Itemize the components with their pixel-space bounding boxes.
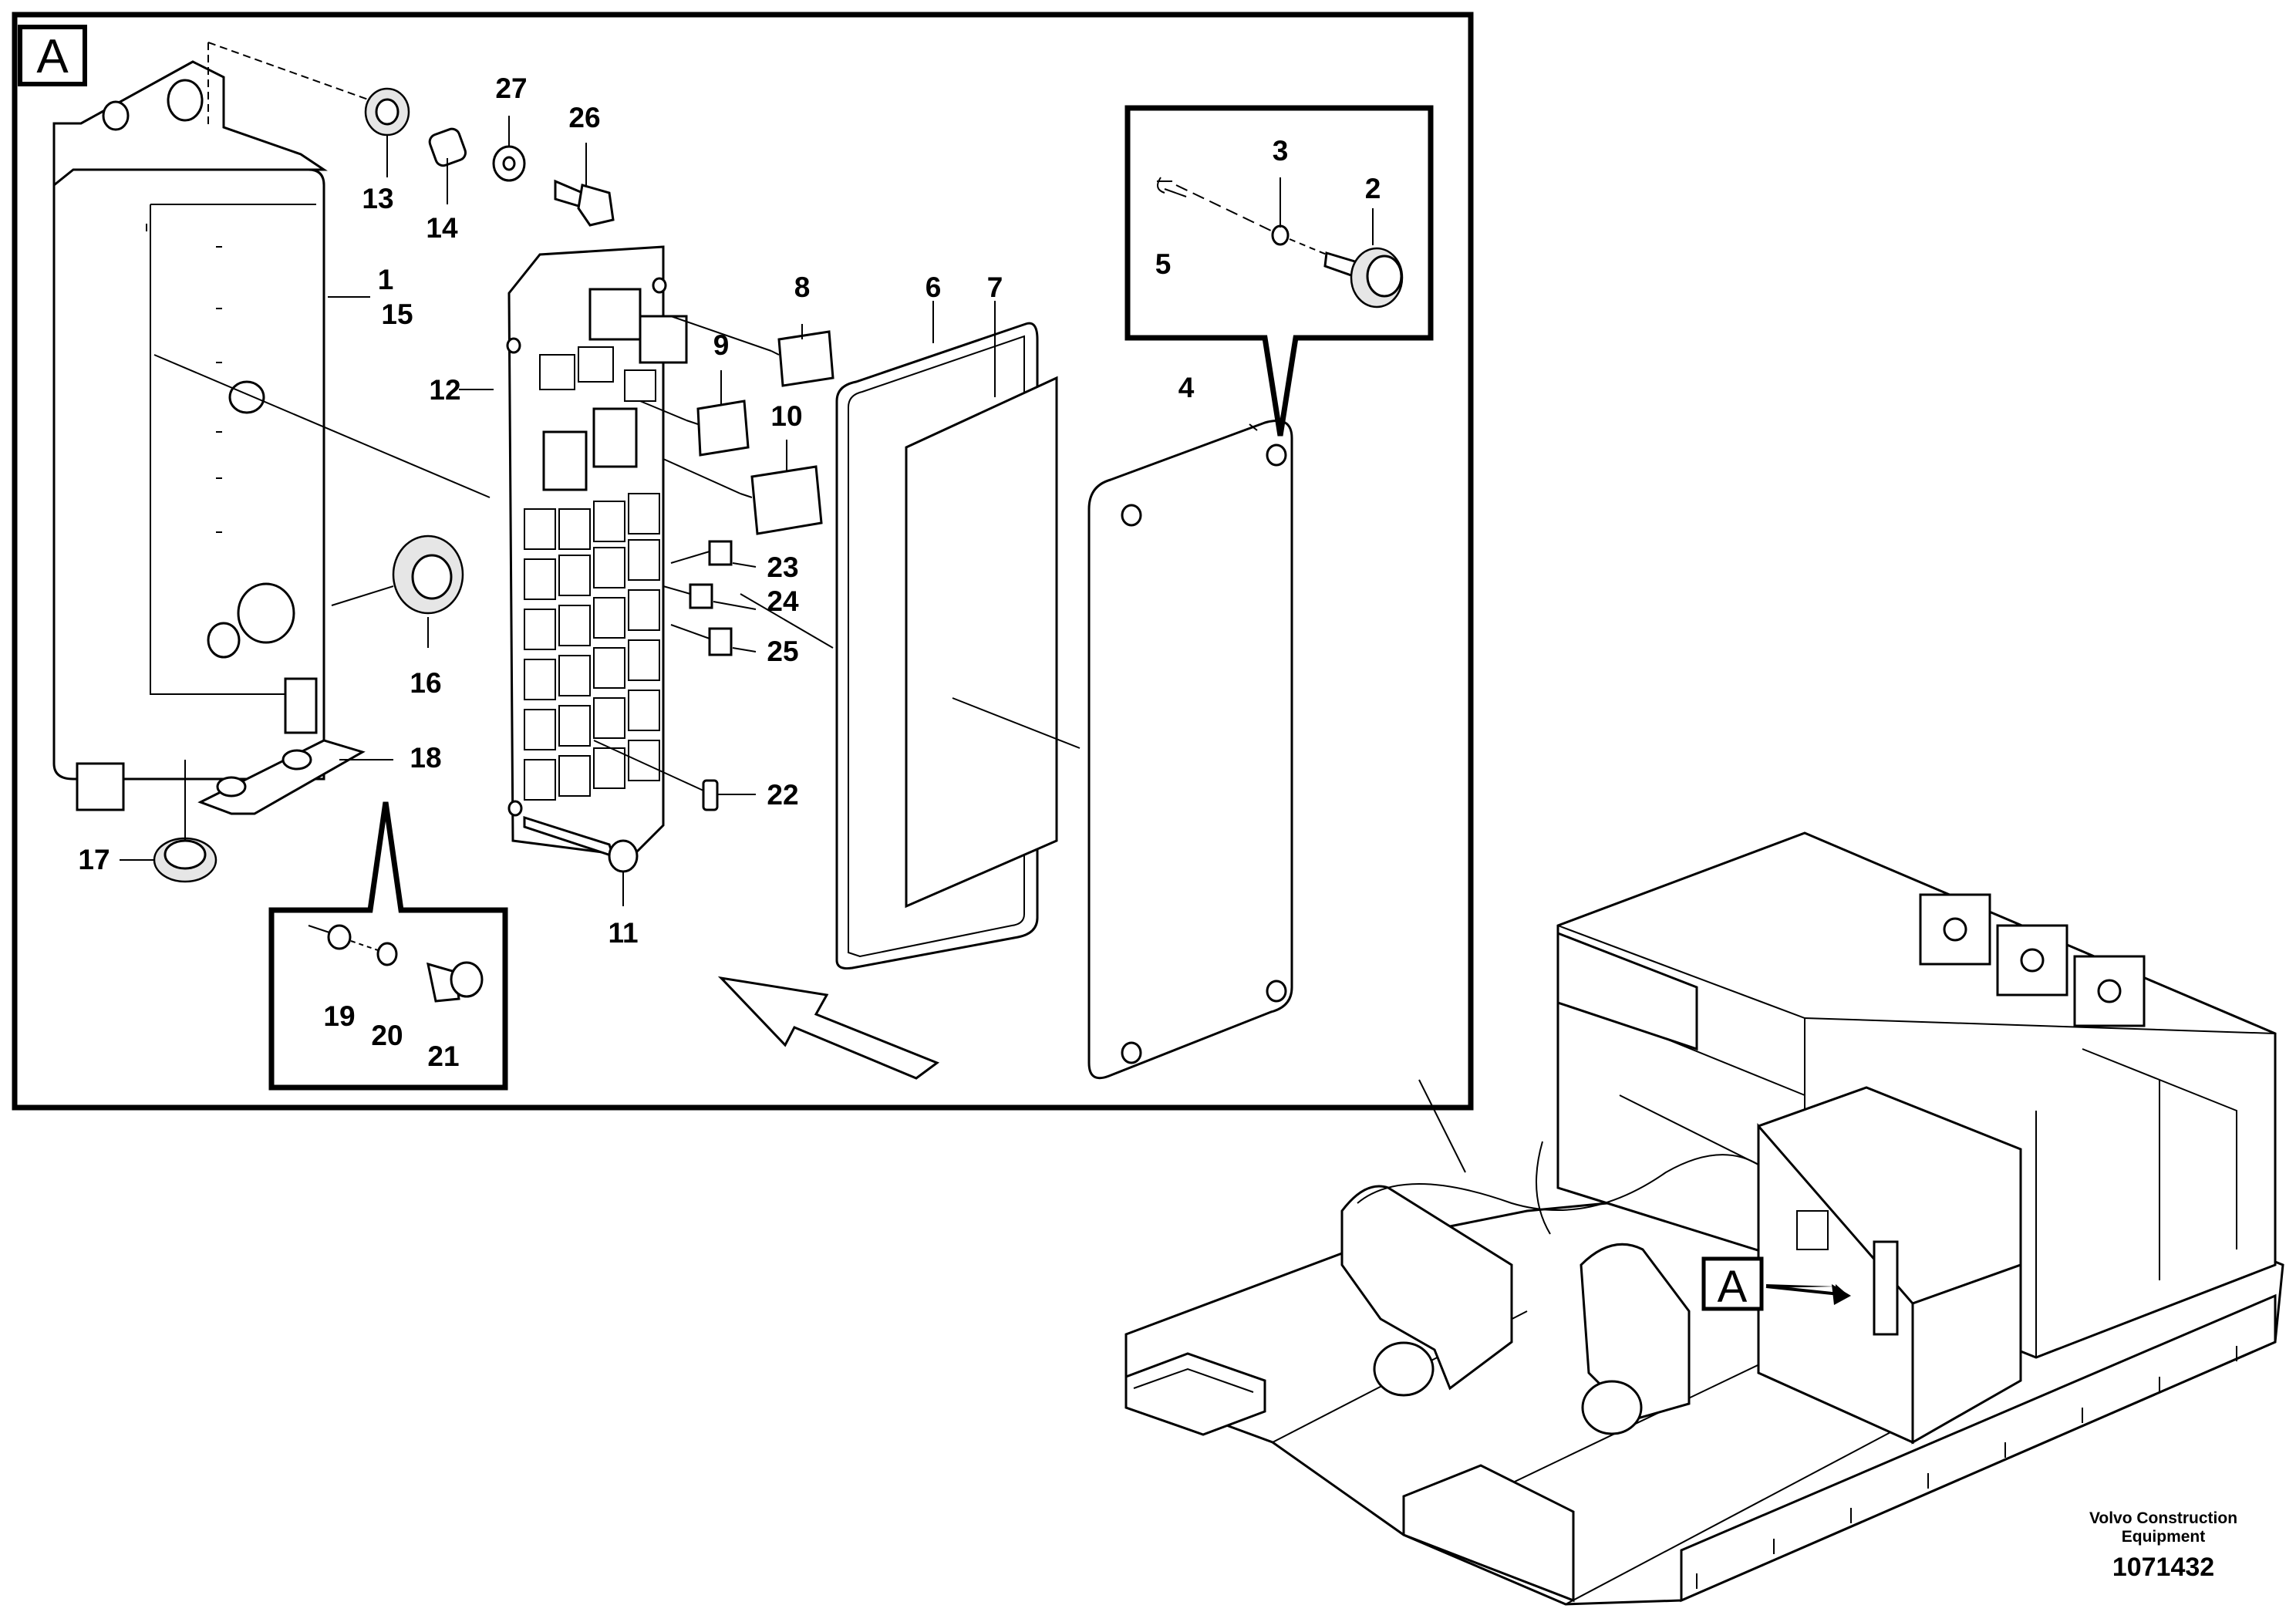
part-number-21: 21	[427, 1040, 459, 1072]
part-number-3: 3	[1273, 135, 1289, 167]
part-number-25: 25	[767, 636, 798, 667]
callout-arrow	[1765, 1285, 1840, 1296]
part-number-20: 20	[371, 1020, 403, 1051]
part-number-27: 27	[495, 73, 527, 104]
part-number-1: 1	[378, 264, 394, 295]
view-label: A	[36, 30, 69, 83]
part-number-19: 19	[323, 1000, 355, 1032]
part-number-14: 14	[426, 212, 458, 244]
label-sheet-part	[905, 376, 1058, 909]
fastener-inset-box	[268, 801, 508, 1091]
inset-lockwasher-part	[376, 942, 398, 966]
part-number-22: 22	[767, 779, 798, 811]
inset-washer-part	[327, 924, 352, 950]
fuse-23-part	[708, 540, 733, 566]
part-number-11: 11	[608, 917, 638, 949]
part-number-2: 2	[1365, 173, 1381, 204]
part-number-6: 6	[925, 271, 942, 303]
part-number-12: 12	[429, 374, 460, 406]
detail-view-frame	[12, 12, 1474, 1111]
fuse-22-part	[702, 779, 719, 811]
credit-line-2: Equipment	[2122, 1528, 2206, 1546]
part-number-26: 26	[568, 102, 600, 133]
part-number-9: 9	[713, 329, 730, 361]
part-number-23: 23	[767, 551, 798, 583]
part-number-10: 10	[770, 400, 802, 432]
direction-arrow	[717, 976, 940, 1080]
part-number-18: 18	[410, 742, 441, 774]
part-number-17: 17	[78, 844, 110, 875]
machine-frame-overview	[1124, 831, 2284, 1606]
board-screw-part	[608, 839, 639, 873]
relay-8-part	[770, 330, 834, 387]
small-washer-part	[1271, 224, 1290, 246]
part-number-24: 24	[767, 585, 799, 617]
fuse-relay-board	[506, 245, 688, 858]
part-number-7: 7	[987, 271, 1003, 303]
clip-part	[1157, 177, 1172, 194]
relay-9-part	[686, 400, 750, 457]
view-label-box	[18, 25, 87, 86]
spacer-part	[428, 127, 467, 167]
callout-label-box	[1701, 1256, 1764, 1311]
part-number-5: 5	[1155, 248, 1172, 280]
part-number-4: 4	[1178, 372, 1195, 403]
part-number-15: 15	[381, 298, 413, 330]
fuse-25-part	[708, 627, 733, 656]
part-number-16: 16	[410, 667, 441, 699]
credit-line-1: Volvo Construction	[2089, 1509, 2237, 1527]
knob-inset-box	[1124, 105, 1434, 437]
part-number-13: 13	[362, 183, 393, 214]
screw-part	[554, 179, 615, 227]
callout-label: A	[1718, 1262, 1748, 1312]
part-number-8: 8	[794, 271, 811, 303]
enclosure-housing	[52, 42, 371, 811]
relay-10-part	[740, 465, 823, 535]
fuse-24-part	[689, 583, 713, 609]
cover-part	[1087, 420, 1293, 1080]
drawing-number: 1071432	[2112, 1553, 2214, 1582]
